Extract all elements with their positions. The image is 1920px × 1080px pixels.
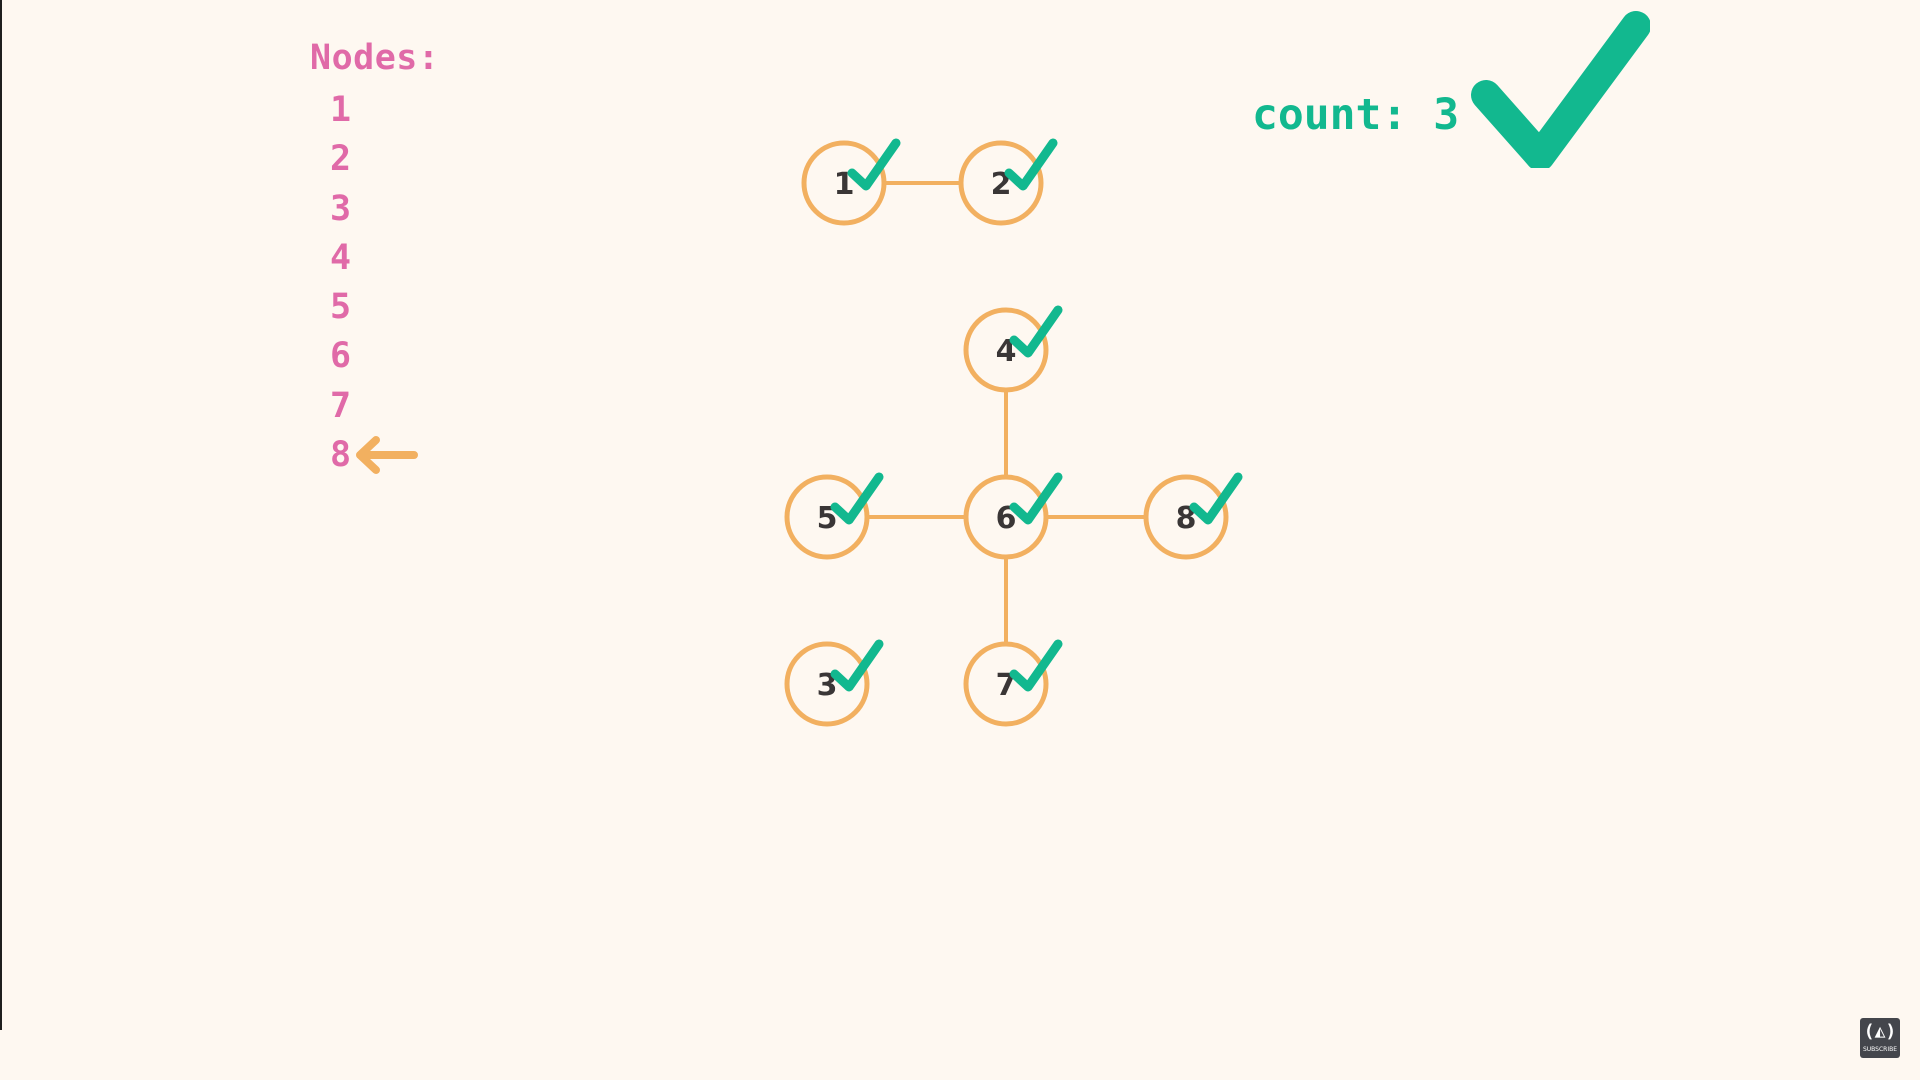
- node-list-label: 7: [330, 385, 352, 426]
- node-list-label: 5: [330, 287, 352, 328]
- logo-text: SUBSCRIBE: [1862, 1046, 1898, 1053]
- graph-node-7: 7: [963, 639, 1063, 727]
- node-list-label: 1: [330, 90, 352, 130]
- nodes-panel: Nodes: 1 2 3 4 5 6 7 8: [310, 38, 439, 480]
- node-circle: [963, 641, 1049, 727]
- node-list-item: 1: [330, 86, 439, 135]
- visited-check-icon: [1009, 472, 1063, 525]
- node-list-label: 3: [330, 188, 352, 229]
- visited-check-icon: [1009, 305, 1063, 358]
- node-circle: [963, 474, 1049, 560]
- current-item-arrow-icon: [356, 436, 418, 475]
- node-circle: [1143, 474, 1229, 560]
- node-list-item: 7: [330, 382, 439, 431]
- graph-node-8: 8: [1143, 472, 1243, 560]
- node-list-item: 6: [330, 332, 439, 381]
- graph-node-2: 2: [958, 138, 1058, 226]
- node-list-item: 5: [330, 283, 439, 332]
- graph-node-6: 6: [963, 472, 1063, 560]
- graph-node-5: 5: [784, 472, 884, 560]
- count-label: count: 3: [1252, 90, 1460, 140]
- nodes-heading: Nodes:: [310, 38, 440, 78]
- node-circle: [958, 140, 1044, 226]
- node-list-item-current: 8: [330, 431, 439, 480]
- visited-check-icon: [1004, 138, 1058, 191]
- visited-check-icon: [830, 639, 884, 692]
- graph-node-1: 1: [801, 138, 901, 226]
- visited-check-icon: [847, 138, 901, 191]
- node-list-item: 2: [330, 135, 439, 184]
- left-frame-edge: [0, 0, 2, 1030]
- node-circle: [801, 140, 887, 226]
- node-list-label: 4: [330, 237, 352, 278]
- node-circle: [784, 474, 870, 560]
- node-list-label: 2: [330, 139, 352, 180]
- visited-check-icon: [1009, 639, 1063, 692]
- node-list-item: 4: [330, 234, 439, 283]
- node-circle: [784, 641, 870, 727]
- node-list-label: 6: [330, 336, 352, 377]
- node-list-item: 3: [330, 185, 439, 234]
- freecodecamp-logo-icon: (◭): [1863, 1021, 1897, 1042]
- big-check-icon: [1471, 11, 1650, 168]
- graph-node-3: 3: [784, 639, 884, 727]
- node-list-label: 8: [330, 435, 352, 476]
- nodes-list: 1 2 3 4 5 6 7 8: [310, 86, 439, 480]
- visited-check-icon: [1189, 472, 1243, 525]
- node-circle: [963, 307, 1049, 393]
- visited-check-icon: [830, 472, 884, 525]
- graph-node-4: 4: [963, 305, 1063, 393]
- channel-logo: (◭) SUBSCRIBE: [1860, 1018, 1900, 1058]
